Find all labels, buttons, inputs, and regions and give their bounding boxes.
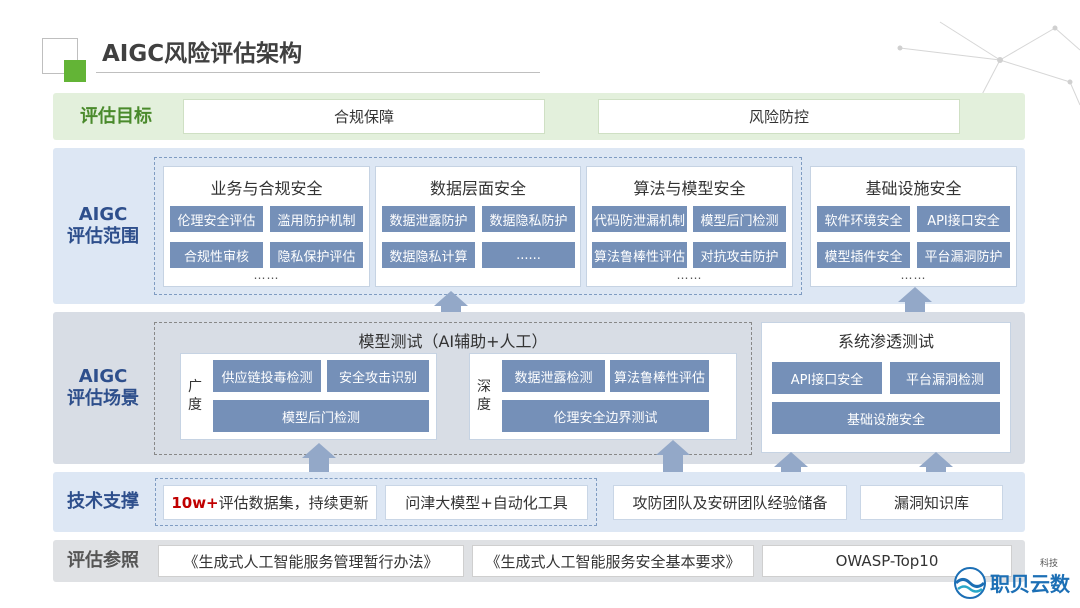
scope-tile: 数据泄露防护 [382, 206, 475, 232]
support-dashed-group [155, 478, 597, 526]
goal-compliance: 合规保障 [183, 99, 545, 134]
scope-tile: 伦理安全评估 [170, 206, 263, 232]
scope-label-line1: AIGC [78, 204, 128, 225]
breadth-tile: 安全攻击识别 [327, 360, 429, 392]
breadth-label: 广 度 [184, 378, 206, 414]
breadth-label-char2: 度 [188, 397, 202, 413]
depth-tile: 数据泄露检测 [502, 360, 605, 392]
title-decoration-square [42, 38, 78, 74]
scope-more: …… [900, 268, 927, 282]
pen-test-tile: API接口安全 [772, 362, 882, 394]
network-decoration-icon [897, 21, 1080, 110]
support-vuln-knowledge: 漏洞知识库 [860, 485, 1003, 520]
reference-regulation-2: 《生成式人工智能服务安全基本要求》 [472, 545, 754, 577]
scope-group-title: 业务与合规安全 [210, 179, 323, 198]
pen-test-title: 系统渗透测试 [837, 332, 934, 351]
depth-wide-tile: 伦理安全边界测试 [502, 400, 709, 432]
goal-risk-control: 风险防控 [598, 99, 960, 134]
scope-label-line2: 评估范围 [67, 226, 139, 247]
reference-regulation-1: 《生成式人工智能服务管理暂行办法》 [158, 545, 464, 577]
scope-tile: API接口安全 [917, 206, 1010, 232]
support-team-experience: 攻防团队及安研团队经验储备 [613, 485, 847, 520]
scope-label: AIGC 评估范围 [53, 148, 153, 304]
title-underline [96, 72, 540, 73]
pen-test-wide-tile: 基础设施安全 [772, 402, 1000, 434]
pen-test-tile: 平台漏洞检测 [890, 362, 1000, 394]
support-dataset: 10w+评估数据集，持续更新 [163, 485, 377, 520]
scope-tile: 算法鲁棒性评估 [592, 242, 687, 268]
breadth-label-char1: 广 [188, 379, 202, 395]
scope-tile: 数据隐私计算 [382, 242, 475, 268]
scene-label: AIGC 评估场景 [53, 312, 153, 464]
depth-label-char1: 深 [477, 379, 491, 395]
scope-tile: 模型后门检测 [693, 206, 786, 232]
model-test-dashed-group [154, 322, 752, 455]
page-title: AIGC风险评估架构 [102, 41, 303, 67]
scope-tile: 滥用防护机制 [270, 206, 363, 232]
support-label: 技术支撑 [67, 491, 139, 512]
scope-more: …… [253, 268, 280, 282]
breadth-tile: 供应链投毒检测 [213, 360, 321, 392]
title-decoration-green-square [64, 60, 86, 82]
scope-tile: 软件环境安全 [817, 206, 910, 232]
scope-tile: ...... [482, 242, 575, 268]
scope-tile: 合规性审核 [170, 242, 263, 268]
scene-label-line2: 评估场景 [67, 388, 139, 409]
scope-tile: 代码防泄漏机制 [592, 206, 687, 232]
logo-wave-icon [954, 567, 986, 599]
scope-tile: 平台漏洞防护 [917, 242, 1010, 268]
scope-dashed-group [154, 157, 802, 295]
scope-group-title: 数据层面安全 [429, 179, 526, 198]
model-test-title: 模型测试（AI辅助+人工） [358, 332, 548, 351]
depth-label-char2: 度 [477, 397, 491, 413]
scope-tile: 隐私保护评估 [270, 242, 363, 268]
depth-tile: 算法鲁棒性评估 [610, 360, 709, 392]
scope-tile: 对抗攻击防护 [693, 242, 786, 268]
support-llm-tools: 问津大模型+自动化工具 [385, 485, 588, 520]
dataset-count: 10w+ [171, 493, 219, 512]
scope-group-title: 基础设施安全 [865, 179, 962, 198]
breadth-wide-tile: 模型后门检测 [213, 400, 429, 432]
scope-more: …… [676, 268, 703, 282]
scope-group-title: 算法与模型安全 [633, 179, 746, 198]
logo-name: 职贝云数 [990, 572, 1070, 596]
scope-tile: 数据隐私防护 [482, 206, 575, 232]
scene-label-line1: AIGC [78, 366, 128, 387]
reference-label: 评估参照 [67, 550, 139, 571]
logo-small-text: 科技 [1040, 559, 1059, 569]
dataset-text: 评估数据集，持续更新 [218, 494, 369, 512]
scope-tile: 模型插件安全 [817, 242, 910, 268]
goal-label: 评估目标 [80, 105, 152, 127]
depth-label: 深 度 [473, 378, 495, 414]
